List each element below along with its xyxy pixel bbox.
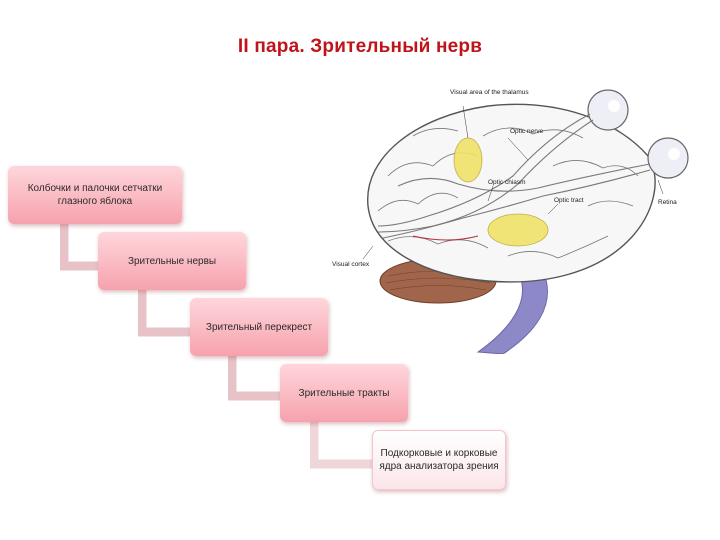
brainstem: [476, 270, 548, 354]
flow-connector-1: [60, 224, 100, 271]
optic-pathways: [377, 113, 651, 239]
flow-connector-3: [228, 356, 280, 401]
left-eyeball: [647, 137, 689, 179]
flow-step-label: Зрительный перекрест: [205, 321, 313, 333]
label-optic-tract: Optic tract: [554, 197, 584, 204]
flow-step-receptors: Колбочки и палочки сетчатки глазного ябл…: [8, 166, 182, 224]
visual-pathway-illustration: Visual area of the thalamus Optic nerve …: [332, 89, 689, 354]
flow-step-visual-centers: Подкорковые и корковые ядра анализатора …: [372, 430, 506, 490]
flow-step-label: Зрительные тракты: [298, 387, 390, 399]
label-visual-cortex: Visual cortex: [332, 261, 370, 268]
flow-step-label: Подкорковые и корковые ядра анализатора …: [379, 448, 499, 472]
label-retina: Retina: [658, 199, 677, 206]
cerebrum: [367, 103, 656, 283]
label-thalamus: Visual area of the thalamus: [450, 89, 529, 96]
right-eyeball: [587, 89, 629, 131]
thalamus-area-lower: [487, 213, 549, 247]
label-optic-chiasm: Optic chiasm: [488, 179, 526, 186]
thalamus-area-upper: [453, 137, 483, 183]
page-title: II пара. Зрительный нерв: [237, 36, 483, 57]
flow-step-label: Зрительные нервы: [127, 255, 217, 267]
flow-step-optic-tracts: Зрительные тракты: [280, 364, 408, 422]
flow-step-label: Колбочки и палочки сетчатки глазного ябл…: [27, 183, 163, 207]
label-optic-nerve: Optic nerve: [510, 128, 544, 135]
optic-radiation: [412, 235, 479, 241]
flow-connector-2: [138, 290, 192, 337]
flow-step-optic-nerves: Зрительные нервы: [98, 232, 246, 290]
flow-connector-4: [310, 422, 372, 469]
flow-step-optic-chiasm: Зрительный перекрест: [190, 298, 328, 356]
